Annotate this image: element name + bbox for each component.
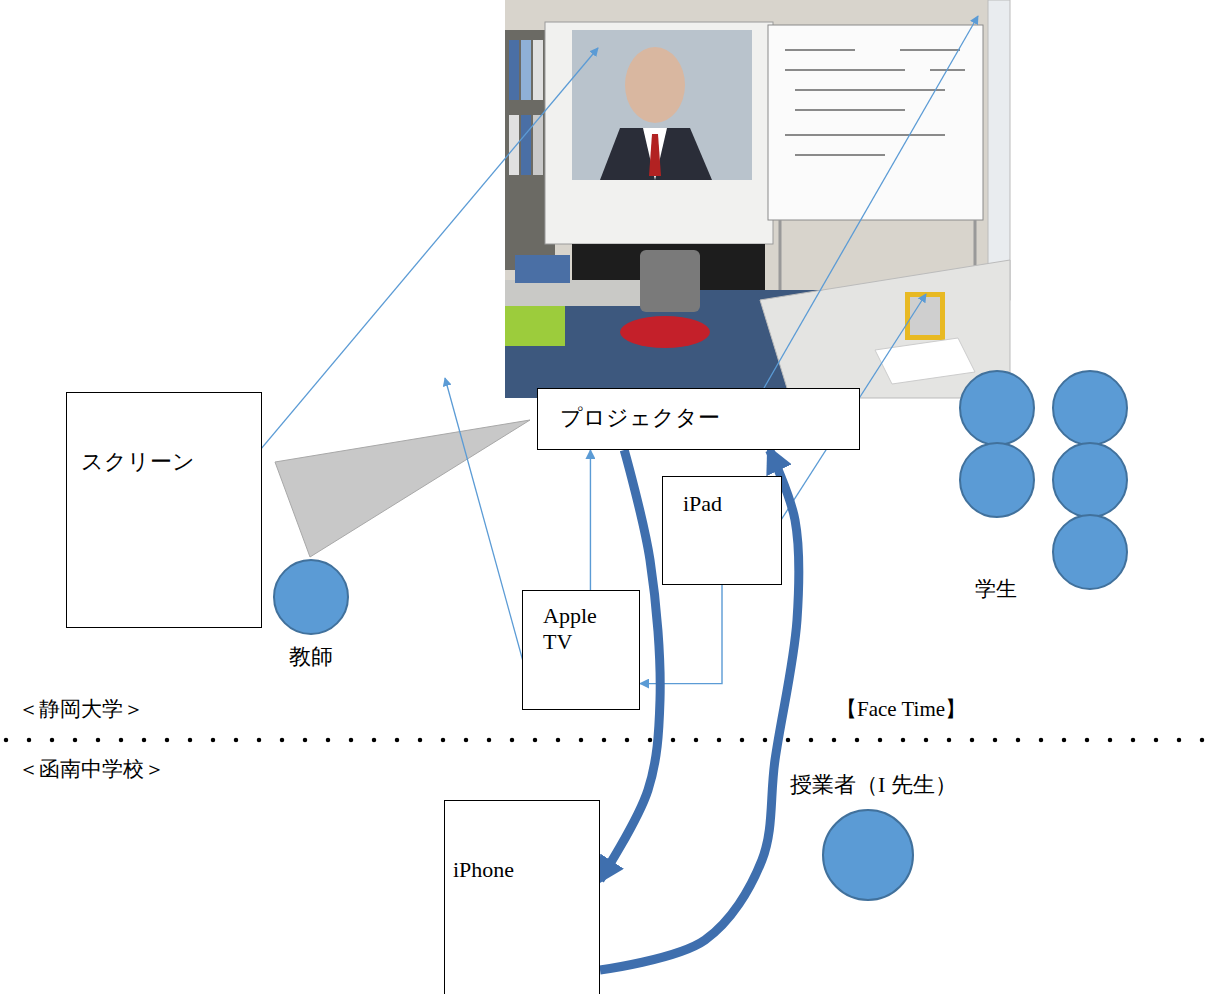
instructor-figure: 授業者（I 先生） [785, 772, 965, 902]
screen-box: スクリーン [66, 392, 262, 628]
projector-box: プロジェクター [537, 388, 860, 450]
site-divider [6, 738, 1208, 743]
facetime-stream-arrow [600, 450, 799, 970]
node-text: スクリーン [81, 449, 195, 475]
apple-tv-box: Apple TV [522, 590, 640, 710]
iphone-box: iPhone [444, 800, 600, 994]
connection-label: 【Face Time】 [833, 697, 969, 722]
classroom-photo [505, 0, 1010, 398]
site-label: ＜静岡大学＞ [18, 697, 144, 722]
ipad-box: iPad [662, 476, 782, 585]
person-circle [823, 810, 913, 900]
signal-arrow [590, 450, 591, 590]
node-text: iPad [683, 491, 722, 517]
node-text: iPhone [453, 857, 514, 883]
node-text: Apple TV [543, 603, 615, 656]
student-figures [960, 371, 1127, 589]
group-label: 学生 [975, 577, 1017, 602]
node-text: 教師 [289, 644, 333, 670]
node-text: プロジェクター [560, 405, 720, 431]
teacher-figure: 教師 [271, 560, 351, 678]
person-circle [274, 560, 348, 634]
projection-beam [275, 420, 530, 557]
node-text: 授業者（I 先生） [790, 772, 957, 798]
site-label: ＜函南中学校＞ [18, 757, 165, 782]
